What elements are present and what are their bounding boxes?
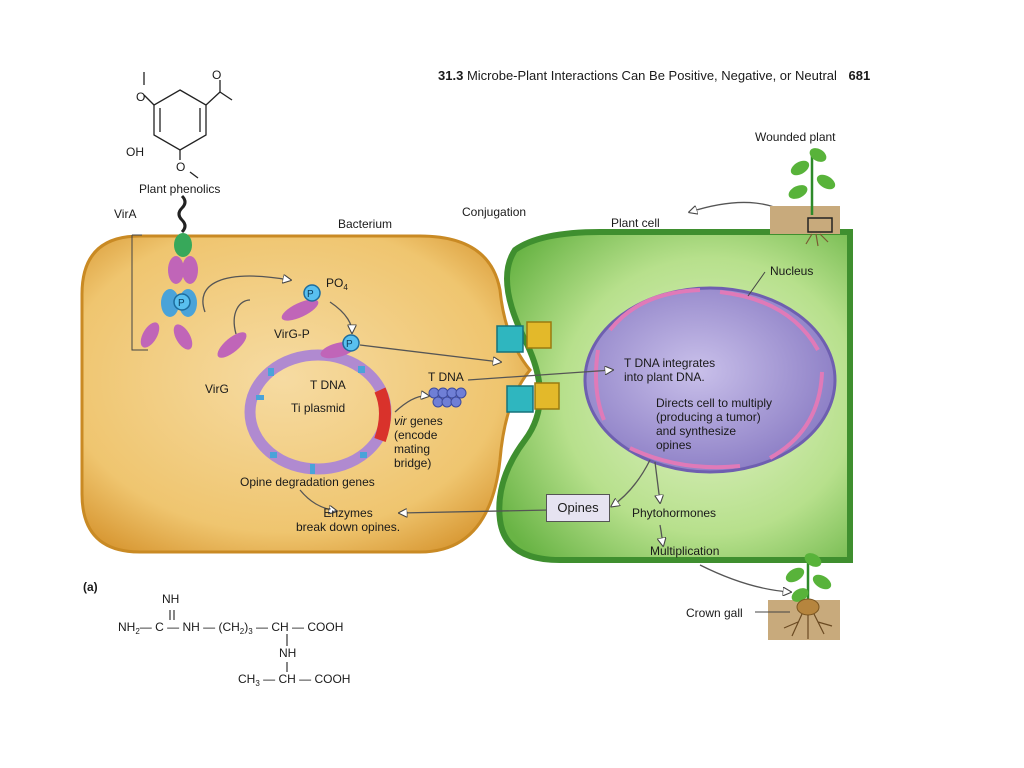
- opine-ch2-sub: 2: [239, 627, 245, 636]
- opine-alanine-chain: CH3 — CH — COOH: [238, 672, 350, 688]
- label-plant-cell: Plant cell: [611, 216, 660, 230]
- opine-chain-c: ): [244, 620, 249, 634]
- label-phytohormones: Phytohormones: [632, 506, 717, 520]
- po4-subscript: 4: [343, 283, 348, 292]
- po4-text: PO: [326, 276, 344, 290]
- panel-label: (a): [83, 580, 98, 594]
- label-t-dna-transfer: T DNA: [428, 370, 464, 384]
- phosphate-label-vira: P: [178, 298, 185, 309]
- label-bacterium: Bacterium: [338, 217, 393, 231]
- opine-ch3-sub: 3: [255, 679, 260, 688]
- phosphate-vira: [173, 293, 191, 311]
- bacterium-cell: [80, 234, 532, 554]
- leader-lines: [747, 271, 790, 613]
- label-multiplication: Multiplication: [650, 544, 720, 558]
- page-number: 681: [848, 68, 871, 83]
- virg-proteins: [217, 284, 360, 359]
- section-title: Microbe-Plant Interactions Can Be Positi…: [466, 68, 837, 83]
- phenolic-methoxy-o-top: O: [136, 90, 146, 104]
- label-po4: PO4: [326, 276, 348, 295]
- phenolic-structure: [143, 72, 233, 179]
- opine-nh-sub: 2: [135, 627, 140, 636]
- phosphate-label-2: P: [346, 339, 353, 350]
- label-directs-cell: Directs cell to multiply (producing a tu…: [656, 396, 773, 452]
- opine-structure-bonds: [169, 610, 288, 672]
- crown-gall-illustration: [768, 553, 840, 640]
- label-nucleus: Nucleus: [770, 264, 814, 278]
- label-vira: VirA: [114, 207, 137, 221]
- label-t-dna-plasmid: T DNA: [310, 378, 346, 392]
- phenolic-carbonyl-o: O: [212, 68, 222, 82]
- opines-box: Opines: [546, 494, 610, 522]
- opine-main-chain: NH2— C — NH — (CH2)3 — CH — COOH: [118, 620, 343, 636]
- opine-alanine-rest: — CH — COOH: [259, 672, 351, 686]
- vir-genes-italic: vir: [394, 414, 407, 428]
- label-wounded-plant: Wounded plant: [755, 130, 836, 144]
- label-opine-degradation: Opine degradation genes: [240, 475, 375, 489]
- label-plant-phenolics: Plant phenolics: [139, 182, 221, 196]
- opine-n-sub: 3: [248, 627, 253, 636]
- label-crown-gall: Crown gall: [686, 606, 743, 620]
- mating-bridge: [496, 321, 560, 413]
- label-vir-genes: vir genes (encode mating bridge): [394, 414, 443, 470]
- label-enzymes: Enzymes break down opines.: [296, 506, 401, 534]
- phosphate-label-1: P: [307, 289, 314, 300]
- opine-ch3-text: CH: [238, 672, 256, 686]
- vir-genes-text: genes (encode mating bridge): [394, 414, 443, 470]
- label-conjugation: Conjugation: [462, 205, 527, 219]
- opine-chain-d: — CH — COOH: [252, 620, 344, 634]
- page-header: 31.3 Microbe-Plant Interactions Can Be P…: [438, 68, 870, 83]
- label-virg-p: VirG-P: [274, 327, 310, 341]
- opine-branch-nh: NH: [279, 646, 297, 660]
- phenolic-hydroxyl: OH: [126, 145, 144, 159]
- label-t-dna-integrates: T DNA integrates into plant DNA.: [624, 356, 716, 384]
- ti-plasmid-ring: [244, 349, 392, 475]
- opine-nh-text: NH: [118, 620, 136, 634]
- opine-imino-nh: NH: [162, 592, 180, 606]
- wounded-plant-illustration: [770, 148, 840, 247]
- nucleus: [583, 286, 837, 474]
- phenolic-methoxy-o-bottom: O: [176, 160, 186, 174]
- section-number: 31.3: [438, 68, 464, 83]
- label-ti-plasmid: Ti plasmid: [291, 401, 346, 415]
- tdna-strand: [428, 387, 467, 408]
- opine-chain-a: — C — NH — (CH: [139, 620, 240, 634]
- label-virg: VirG: [205, 382, 229, 396]
